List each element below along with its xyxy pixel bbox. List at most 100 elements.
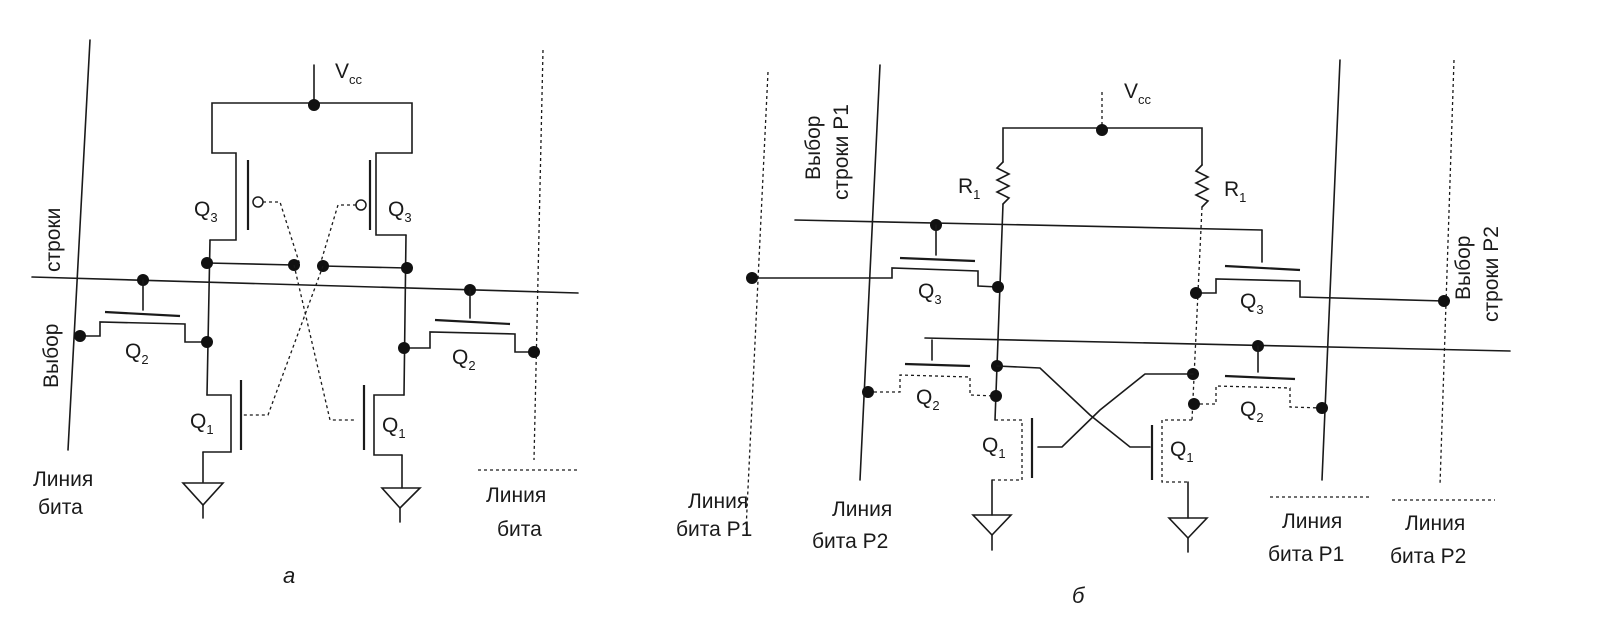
- caption-a: а: [283, 563, 295, 588]
- caption-b: б: [1072, 583, 1086, 608]
- bitline-node: [528, 346, 540, 358]
- bitline-node: [74, 330, 86, 342]
- q2-left-label: Q2: [125, 340, 149, 367]
- bitline-p1-right-label-2: бита P1: [1268, 543, 1344, 566]
- q2-right-channel-b: [1194, 385, 1323, 409]
- q1-left-channel-b: [992, 419, 1023, 481]
- row-select-p1-label-2: строки P1: [830, 104, 853, 200]
- row-select-label-top: строки: [42, 208, 65, 272]
- q2-left-channel: [79, 321, 208, 343]
- bitline-p1-left-label-2: бита P1: [676, 518, 752, 541]
- bitline-p2-right-wire: [1439, 59, 1455, 486]
- ground-left-icon-b: [971, 514, 1013, 537]
- circuit-b: Vcc Выбор строки P1 Выбор строки P2 R1 R…: [676, 59, 1511, 608]
- row-select-p2-label-2: строки P2: [1480, 226, 1503, 322]
- node-dot: [201, 257, 213, 269]
- q3-left-gate-wire: [263, 201, 301, 266]
- r1-right-label: R1: [1224, 178, 1246, 205]
- vcc-label-b: Vcc: [1124, 80, 1152, 107]
- row-select-p1-label-1: Выбор: [802, 116, 825, 181]
- q3-left-label-b: Q3: [918, 280, 942, 307]
- q1-right-label-b: Q1: [1170, 438, 1194, 465]
- bitline-node: [1438, 295, 1450, 307]
- bitline-left-label-2: бита: [38, 496, 83, 519]
- node-dot: [1190, 287, 1202, 299]
- q3-left-gate-b: [899, 256, 976, 263]
- node-right-rail: [403, 234, 407, 396]
- node-left-bus: [206, 262, 295, 266]
- node-dot: [401, 262, 413, 274]
- cross-wire-1: [293, 264, 355, 421]
- q2-left-label-b: Q2: [916, 386, 940, 413]
- bitline-right-label-1: Линия: [486, 484, 546, 507]
- circuit-a: Vcc строки Выбор Q3 Q3 Q2 Q2 Q1 Q1 Линия…: [31, 39, 579, 588]
- wordline-p1: [794, 219, 1263, 231]
- bitline-left-wire: [67, 39, 91, 451]
- bitline-left-label-1: Линия: [33, 468, 93, 491]
- q2-left-gate: [104, 310, 181, 318]
- q1-left-label-b: Q1: [982, 434, 1006, 461]
- q2-right-gate: [434, 318, 511, 326]
- bitline-p2-left-wire: [859, 64, 881, 481]
- bitline-p2-right-label-2: бита P2: [1390, 545, 1466, 568]
- resistor-left: [995, 161, 1011, 205]
- q1-right-label: Q1: [382, 414, 406, 441]
- node-right-bus: [322, 265, 408, 269]
- q3-right-channel: [375, 152, 413, 236]
- q2-left-channel-b: [868, 374, 997, 397]
- bitline-p2-left-label-2: бита P2: [812, 530, 888, 553]
- q3-right-label-b: Q3: [1240, 290, 1264, 317]
- q3-left-channel-b: [751, 267, 999, 288]
- q3-left-channel: [209, 152, 237, 241]
- cross-wire-3: [996, 365, 1151, 448]
- node-dot: [990, 390, 1002, 402]
- resistor-right: [1194, 164, 1210, 208]
- wordline-p2: [924, 337, 1511, 352]
- q1-right-channel-b: [1161, 419, 1192, 483]
- q3-right-label: Q3: [388, 198, 412, 225]
- node-right-rail-b: [1191, 206, 1203, 421]
- vcc-label-a: Vcc: [335, 60, 363, 87]
- q3-left-bubble: [252, 196, 264, 208]
- r1-left-label: R1: [958, 175, 980, 202]
- vcc-node-b: [1096, 124, 1108, 136]
- bitline-p2-right-label-1: Линия: [1405, 512, 1465, 535]
- ground-left-icon: [181, 482, 225, 507]
- bitline-p1-left-wire: [745, 71, 769, 531]
- cross-wire-2: [243, 265, 324, 416]
- row-select-p2-label-1: Выбор: [1452, 236, 1475, 301]
- node-left-rail-b: [994, 203, 1004, 421]
- node-dot: [992, 281, 1004, 293]
- bitline-node: [746, 272, 758, 284]
- q3-left-label: Q3: [194, 198, 218, 225]
- q2-right-gate-b: [1224, 374, 1296, 381]
- q1-right-channel: [373, 394, 405, 456]
- q2-right-channel: [403, 331, 535, 353]
- bitline-p1-left-label-1: Линия: [688, 490, 748, 513]
- row-select-label-bottom: Выбор: [40, 324, 63, 389]
- q2-right-label: Q2: [452, 346, 476, 373]
- bitline-right-label-2: бита: [497, 518, 542, 541]
- bitline-p2-left-label-1: Линия: [832, 498, 892, 521]
- bitline-node: [1316, 402, 1328, 414]
- q2-left-gate-b: [904, 362, 971, 368]
- q3-right-channel-b: [1195, 278, 1445, 302]
- vcc-node-a: [308, 99, 320, 111]
- ground-right-icon: [380, 487, 422, 510]
- q3-right-gate-wire: [319, 204, 356, 266]
- cross-wire-4: [1037, 373, 1194, 448]
- node-dot: [201, 336, 213, 348]
- bitline-right-wire: [533, 49, 544, 461]
- bitline-p1-right-wire: [1321, 59, 1341, 481]
- ground-right-icon-b: [1167, 517, 1209, 540]
- q3-right-gate-b: [1224, 264, 1301, 272]
- bitline-p1-right-label-1: Линия: [1282, 510, 1342, 533]
- q3-right-bubble: [355, 199, 367, 211]
- q1-left-channel: [202, 394, 232, 453]
- bitline-node: [862, 386, 874, 398]
- q1-left-label: Q1: [190, 410, 214, 437]
- wordline-a: [31, 276, 579, 294]
- node-dot: [1188, 398, 1200, 410]
- q2-right-label-b: Q2: [1240, 398, 1264, 425]
